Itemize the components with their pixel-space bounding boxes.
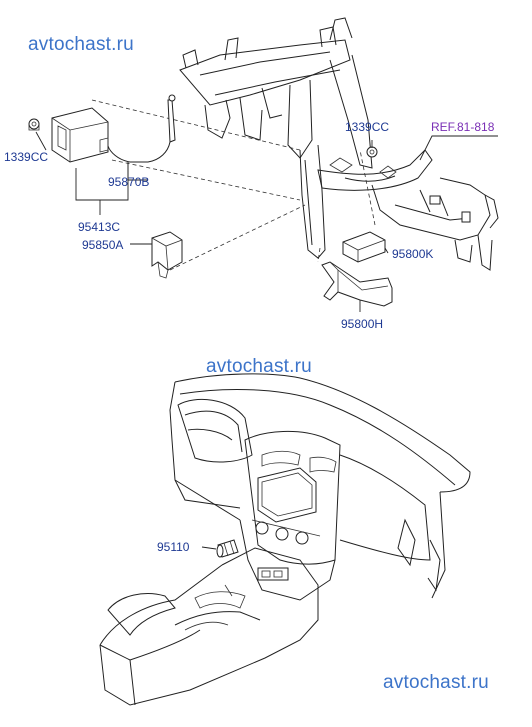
- antenna-cable: [107, 94, 176, 163]
- part-label-bolt-left: 1339CC: [4, 150, 49, 164]
- watermark-middle: avtochast.ru: [206, 356, 312, 377]
- leader-lines-upper: [35, 131, 498, 312]
- clip-part: [151, 231, 183, 279]
- bracket-right: [321, 261, 393, 307]
- part-label-bracket-right: 95800H: [341, 317, 384, 331]
- leader-jack: [201, 546, 217, 550]
- part-label-module-right: 95800K: [392, 247, 434, 261]
- bolt-right: [366, 146, 378, 158]
- part-label-jack: 95110: [157, 540, 190, 554]
- power-jack: [216, 539, 239, 558]
- guide-lines: [91, 99, 376, 271]
- watermark-top: avtochast.ru: [28, 34, 134, 55]
- watermark-bottom: avtochast.ru: [383, 672, 489, 693]
- crossmember-assembly: [179, 17, 499, 271]
- instrument-panel: [99, 373, 471, 706]
- part-label-antenna: 95870B: [108, 175, 150, 189]
- module-unit-right: [342, 231, 386, 263]
- module-unit-left: [51, 107, 109, 163]
- bolt-left: [28, 118, 40, 131]
- reference-label: REF.81-818: [431, 120, 495, 134]
- part-label-clip: 95850A: [82, 238, 124, 252]
- part-label-bolt-right: 1339CC: [345, 120, 390, 134]
- part-label-bracket-module: 95413C: [78, 220, 121, 234]
